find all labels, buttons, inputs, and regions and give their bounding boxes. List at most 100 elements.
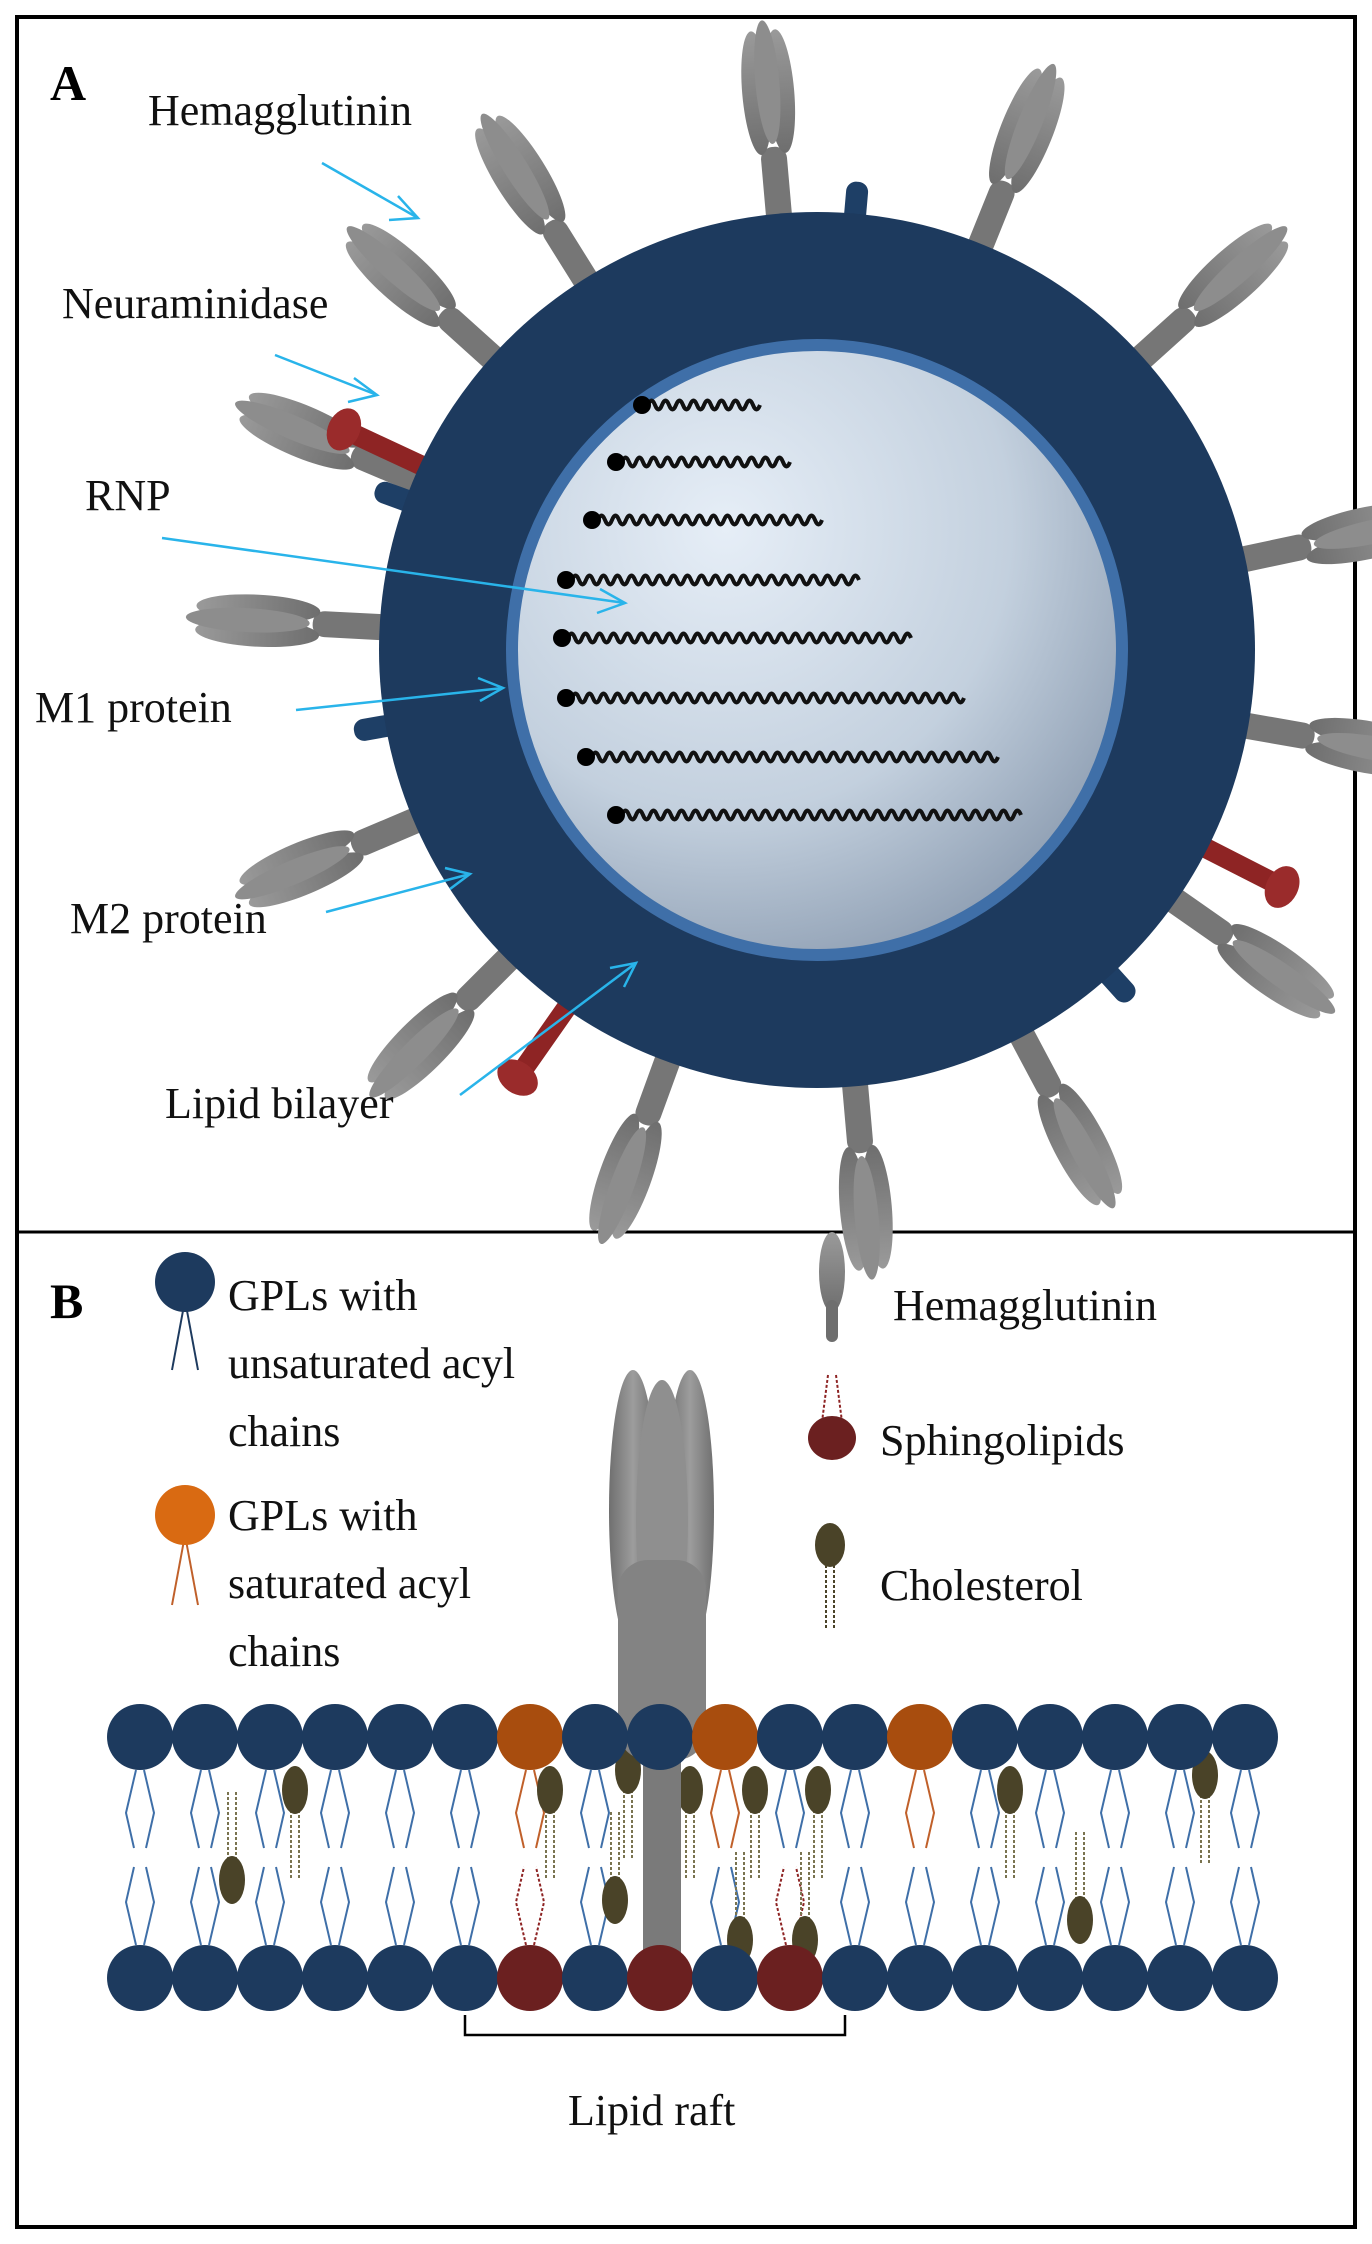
hemagglutinin-spike <box>589 1038 684 1245</box>
label-rnp: RNP <box>85 471 171 520</box>
gpl-unsaturated-head <box>1212 1704 1278 1770</box>
gpl-unsaturated-head <box>107 1704 173 1770</box>
arrow-hemagglutinin <box>321 161 421 222</box>
gpl-unsaturated-head <box>757 1704 823 1770</box>
legend-hemagglutinin-icon <box>819 1232 845 1342</box>
rnp-polymerase <box>577 748 595 766</box>
gpl-unsaturated-head <box>302 1704 368 1770</box>
gpl-unsaturated-head <box>367 1945 433 2011</box>
cholesterol-molecule <box>602 1810 628 1924</box>
lipid-membrane <box>107 1370 1278 2011</box>
legend-gpl-saturated-line3: chains <box>228 1627 340 1676</box>
gpl-saturated-head <box>497 1704 563 1770</box>
gpl-unsaturated-head <box>562 1945 628 2011</box>
legend-sphingolipids-icon <box>808 1374 856 1460</box>
gpl-unsaturated-head <box>1212 1945 1278 2011</box>
arrow-m2 <box>325 866 473 914</box>
cholesterol-molecule <box>805 1766 831 1880</box>
label-m2-protein: M2 protein <box>70 894 267 943</box>
sphingolipid-head <box>757 1945 823 2011</box>
hemagglutinin-spike <box>741 20 796 237</box>
gpl-saturated-head <box>887 1704 953 1770</box>
label-lipid-bilayer: Lipid bilayer <box>165 1079 394 1128</box>
lipid-raft-bracket <box>463 2015 847 2037</box>
gpl-unsaturated-head <box>562 1704 628 1770</box>
legend-gpl-unsaturated-line3: chains <box>228 1407 340 1456</box>
gpl-unsaturated-head <box>367 1704 433 1770</box>
sphingolipid-head <box>627 1945 693 2011</box>
neuraminidase-spike <box>497 991 582 1096</box>
rnp-strand <box>570 691 966 705</box>
label-hemagglutinin: Hemagglutinin <box>148 86 412 135</box>
arrow-neuraminidase <box>274 353 380 404</box>
legend-gpl-unsaturated-line2: unsaturated acyl <box>228 1339 515 1388</box>
gpl-unsaturated-head <box>237 1704 303 1770</box>
legend-gpl-saturated-icon <box>155 1485 215 1606</box>
rnp-polymerase <box>557 571 575 589</box>
sphingolipid-head <box>497 1945 563 2011</box>
gpl-unsaturated-head <box>1017 1704 1083 1770</box>
hemagglutinin-in-raft <box>609 1370 714 2010</box>
cholesterol-molecule <box>1192 1751 1218 1865</box>
rnp-polymerase <box>607 806 625 824</box>
gpl-unsaturated-head <box>952 1704 1018 1770</box>
legend: GPLs with unsaturated acyl chains GPLs w… <box>155 1232 1157 1676</box>
rnp-strand <box>620 808 1023 822</box>
figure-frame <box>15 15 1357 2229</box>
gpl-unsaturated-head <box>887 1945 953 2011</box>
virion <box>185 20 1372 1280</box>
gpl-unsaturated-head <box>627 1704 693 1770</box>
label-neuraminidase: Neuraminidase <box>62 279 328 328</box>
label-m1-protein: M1 protein <box>35 683 232 732</box>
cholesterol-molecule <box>742 1766 768 1880</box>
gpl-unsaturated-head <box>822 1945 888 2011</box>
gpl-unsaturated-head <box>822 1704 888 1770</box>
cholesterol-molecule <box>282 1766 308 1880</box>
rnp-strand <box>590 750 1000 764</box>
gpl-unsaturated-head <box>1082 1704 1148 1770</box>
rnp-strand <box>566 631 913 645</box>
neuraminidase-spike <box>1189 834 1300 908</box>
rnp-strand <box>646 398 762 412</box>
panel-a-letter: A <box>50 55 86 111</box>
cholesterol-molecule <box>677 1766 703 1880</box>
m1-protein-layer <box>506 339 1128 961</box>
gpl-unsaturated-head <box>1017 1945 1083 2011</box>
gpl-unsaturated-head <box>302 1945 368 2011</box>
rnp-strand <box>596 513 824 527</box>
label-lipid-raft: Lipid raft <box>568 2086 735 2135</box>
gpl-saturated-head <box>692 1704 758 1770</box>
panel-b-letter: B <box>50 1273 83 1329</box>
rnp-strands <box>553 396 1023 824</box>
cholesterol-molecule <box>615 1746 641 1860</box>
gpl-unsaturated-head <box>432 1945 498 2011</box>
gpl-unsaturated-head <box>1082 1945 1148 2011</box>
rnp-polymerase <box>583 511 601 529</box>
arrow-rnp <box>161 536 629 615</box>
rnp-polymerase <box>633 396 651 414</box>
rnp-polymerase <box>607 453 625 471</box>
gpl-unsaturated-head <box>237 1945 303 2011</box>
neuraminidase-spike <box>326 408 438 479</box>
arrow-lipid-bilayer <box>459 961 639 1096</box>
gpl-unsaturated-head <box>692 1945 758 2011</box>
legend-sphingolipids: Sphingolipids <box>880 1416 1125 1465</box>
rnp-polymerase <box>553 629 571 647</box>
rnp-strand <box>620 455 792 469</box>
cholesterol-molecule <box>1067 1830 1093 1944</box>
cholesterol-molecule <box>997 1766 1023 1880</box>
gpl-unsaturated-head <box>952 1945 1018 2011</box>
gpl-unsaturated-head <box>1147 1945 1213 2011</box>
rnp-polymerase <box>557 689 575 707</box>
gpl-unsaturated-head <box>172 1704 238 1770</box>
rnp-strand <box>570 573 861 587</box>
legend-gpl-unsaturated-icon <box>155 1252 215 1371</box>
legend-gpl-saturated-line2: saturated acyl <box>228 1559 471 1608</box>
legend-cholesterol-icon <box>815 1523 845 1630</box>
gpl-unsaturated-head <box>432 1704 498 1770</box>
cholesterol-molecule <box>219 1790 245 1904</box>
surface-proteins <box>185 20 1372 1280</box>
arrow-m1 <box>295 676 506 712</box>
gpl-unsaturated-head <box>172 1945 238 2011</box>
